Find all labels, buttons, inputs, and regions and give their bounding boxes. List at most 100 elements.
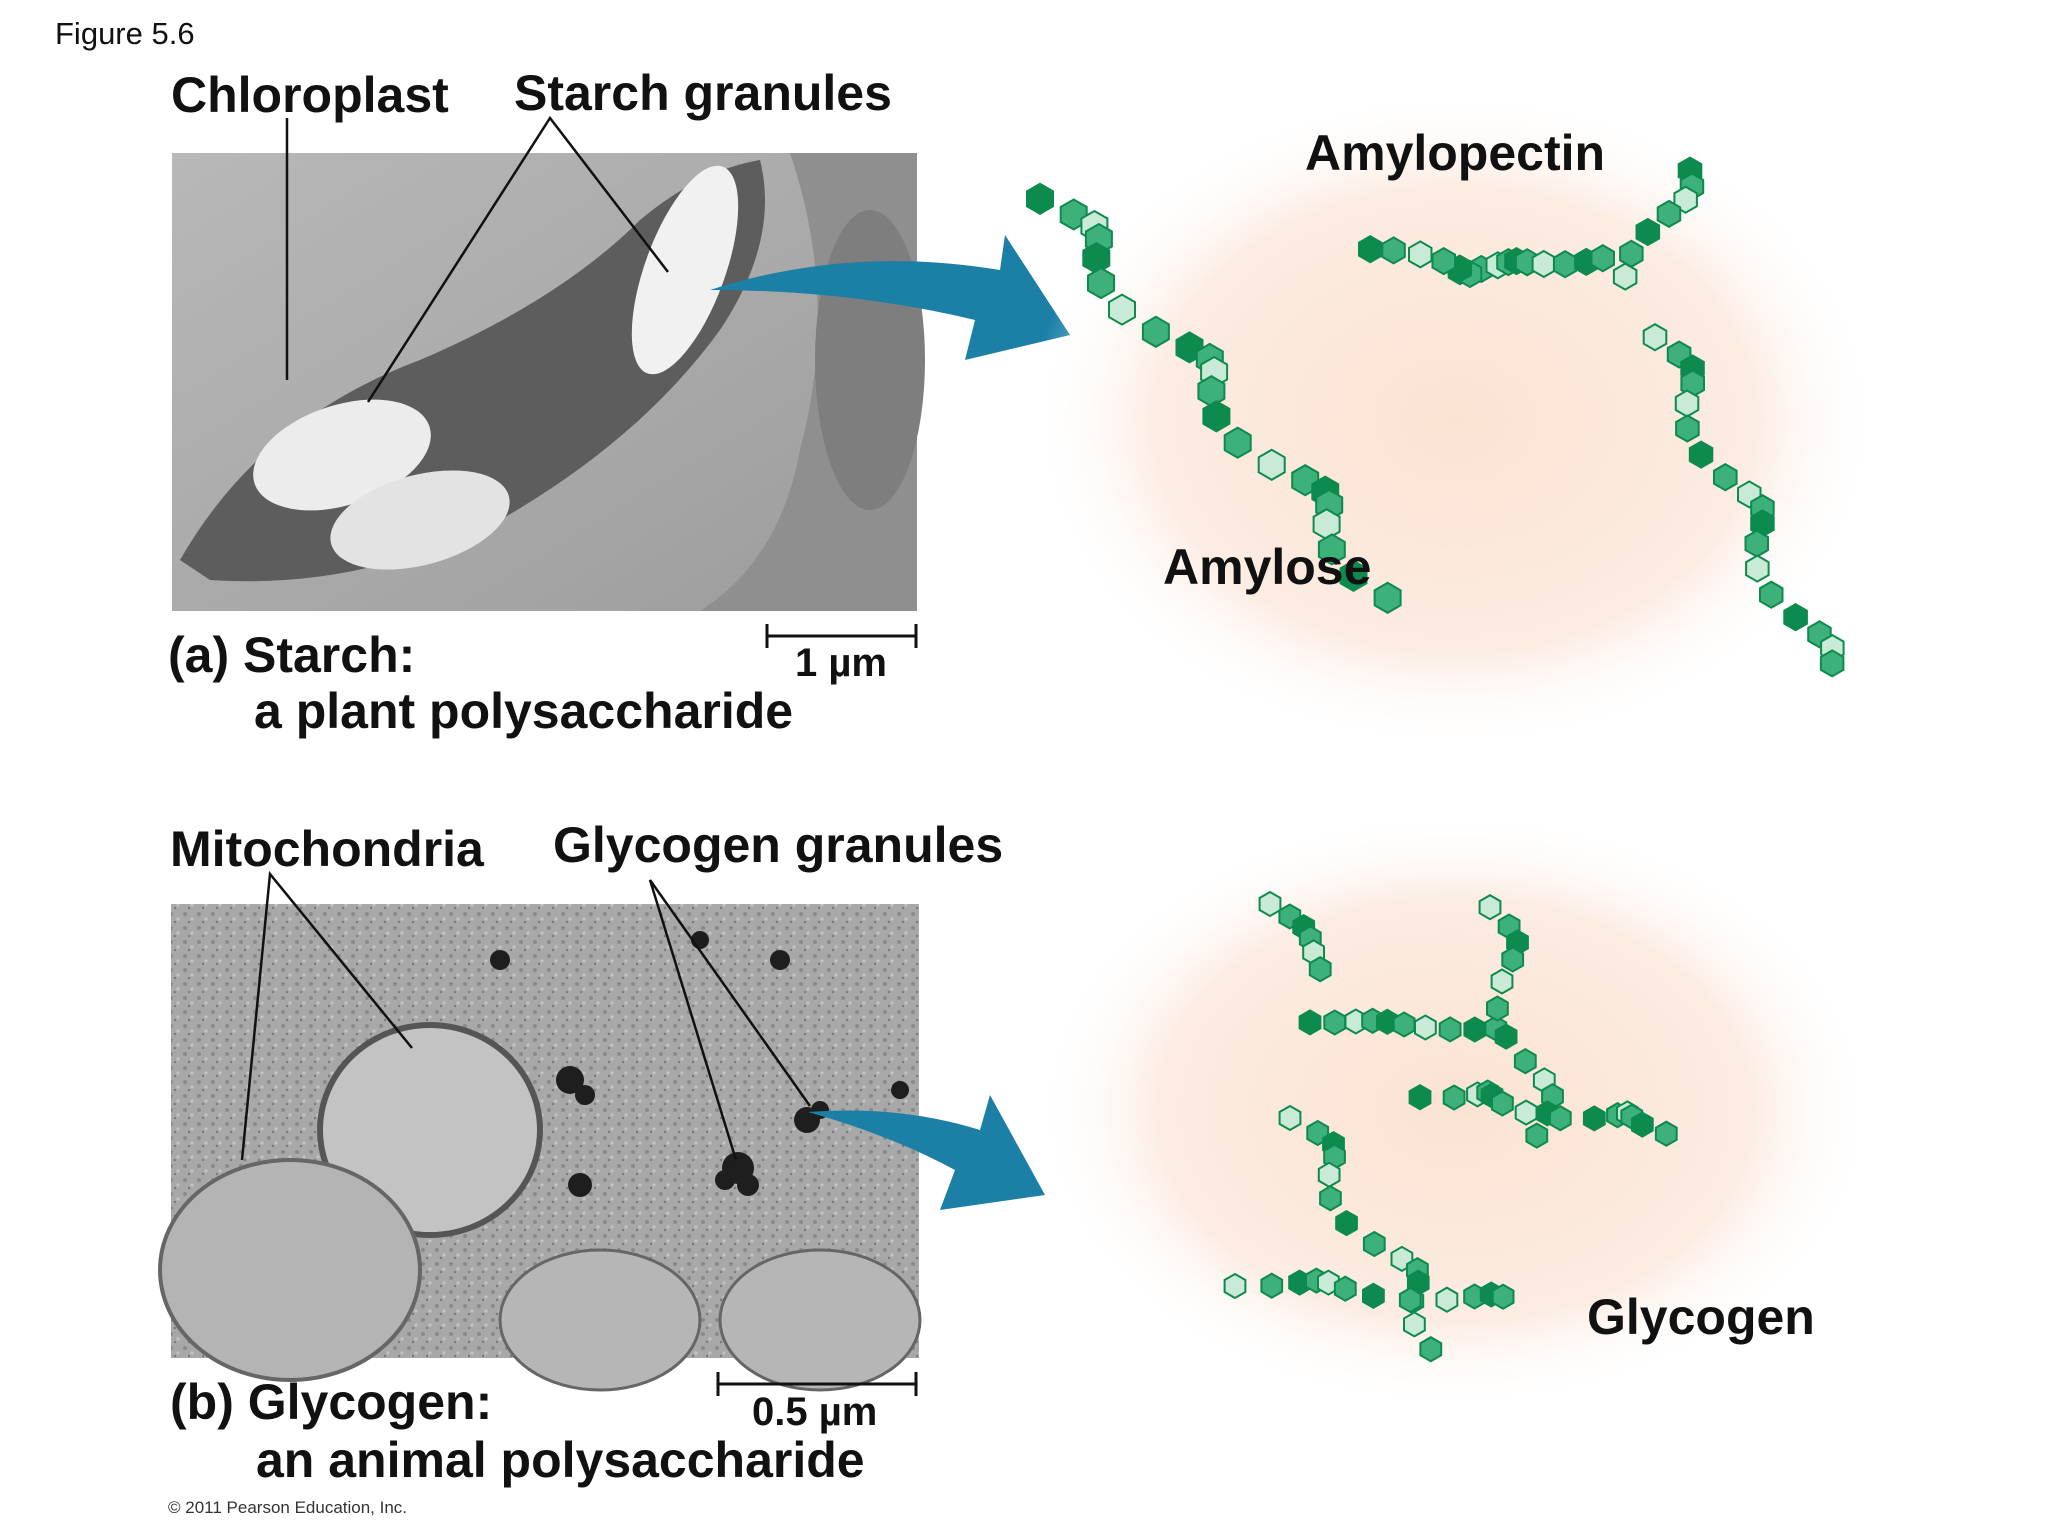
glucose-ring [1392, 1011, 1416, 1038]
glucose-ring [1531, 249, 1557, 279]
glucose-ring [1819, 649, 1845, 678]
glucose-ring [1381, 236, 1406, 265]
glucose-ring [1744, 529, 1769, 558]
glucose-ring [1419, 1336, 1443, 1363]
caption-a-title: (a) Starch: [168, 627, 416, 683]
starch-granule [631, 165, 739, 375]
glucose-ring [1442, 1084, 1466, 1111]
glucose-ring [1414, 1014, 1437, 1041]
glucose-ring [1491, 1283, 1515, 1310]
glucose-ring [1501, 946, 1525, 973]
glucose-ring [1656, 199, 1682, 229]
glucose-ring [1082, 241, 1111, 275]
glucose-ring [1362, 1230, 1386, 1258]
glucose-ring [1635, 217, 1661, 247]
glucose-ring [1260, 1272, 1284, 1299]
glucose-ring [1631, 1111, 1654, 1138]
glucose-ring [1319, 1185, 1342, 1212]
glucose-ring [1373, 581, 1402, 614]
glucose-ring [1317, 1269, 1340, 1296]
glucose-ring [1759, 580, 1784, 609]
glucose-ring [1619, 239, 1644, 268]
glucose-ring [1059, 198, 1088, 231]
copyright: © 2011 Pearson Education, Inc. [168, 1498, 408, 1517]
glucose-ring [1202, 400, 1231, 433]
glucose-ring [1513, 1048, 1537, 1075]
glucose-ring [1491, 1090, 1514, 1117]
arrow-to-glycogen [808, 1095, 1045, 1210]
glucose-ring [1403, 1311, 1426, 1338]
glucose-ring [1317, 533, 1346, 566]
glucose-ring [1312, 508, 1341, 541]
glucose-ring [1197, 375, 1226, 408]
glucose-ring [1298, 1009, 1322, 1036]
amylopectin-chain [1358, 156, 1845, 678]
glucose-ring [1486, 995, 1509, 1022]
arrow-to-amylose [710, 235, 1070, 360]
starch-micrograph [172, 153, 925, 611]
glucose-ring [1514, 1099, 1538, 1126]
glucose-ring [1026, 182, 1054, 215]
glucose-ring [1783, 603, 1808, 632]
glucose-ring [1435, 1286, 1459, 1313]
glucose-ring [1358, 235, 1383, 264]
glucose-ring [1713, 463, 1738, 492]
glycogen-granules [490, 931, 909, 1197]
glucose-ring [1642, 323, 1668, 352]
glucose-ring [1552, 250, 1578, 279]
caption-b-subtitle: an animal polysaccharide [256, 1432, 865, 1488]
amylose-chain [1026, 182, 1402, 614]
glucose-ring [1525, 1122, 1549, 1149]
caption-b-title: (b) Glycogen: [170, 1374, 493, 1430]
glucose-ring [1323, 1009, 1347, 1036]
caption-a-subtitle: a plant polysaccharide [254, 683, 794, 739]
glucose-ring [1257, 448, 1286, 481]
glucose-ring [1612, 262, 1638, 291]
label-glycogen: Glycogen [1587, 1289, 1815, 1345]
glucose-ring [1223, 1272, 1247, 1300]
figure-label: Figure 5.6 [55, 16, 195, 51]
glucose-ring [1438, 1016, 1462, 1043]
glucose-ring [1548, 1105, 1572, 1132]
glucose-ring [1333, 1275, 1357, 1302]
glucose-ring [1408, 240, 1433, 269]
glucose-ring [1108, 293, 1136, 326]
glucose-ring [1317, 1161, 1341, 1188]
label-amylopectin: Amylopectin [1305, 125, 1606, 181]
glucose-ring [1582, 1105, 1606, 1132]
glucose-ring [1141, 315, 1170, 348]
starch-pointer-lines [285, 115, 669, 403]
glucose-ring [1258, 890, 1282, 918]
glucose-ring [1463, 1016, 1487, 1043]
glucose-ring [1745, 554, 1770, 583]
glucose-ring [1335, 1209, 1358, 1237]
glucose-ring [1398, 1286, 1422, 1314]
glucose-ring [1590, 244, 1615, 273]
glucose-ring [1494, 1023, 1518, 1050]
scale-bar-a-label: 1 µm [795, 641, 887, 685]
scale-bar-a [765, 624, 918, 648]
starch-granule [253, 399, 431, 511]
glucose-ring [1478, 894, 1502, 921]
glucose-ring [1087, 266, 1115, 300]
label-glycogen-granules: Glycogen granules [553, 817, 1004, 873]
glucose-ring [1654, 1120, 1678, 1147]
mitochondrion [317, 1022, 543, 1238]
glucose-ring [1308, 956, 1332, 983]
scale-bar-b-label: 0.5 µm [752, 1390, 878, 1434]
glycogen-pointer-lines [240, 870, 812, 1161]
glucose-ring [1278, 1104, 1302, 1132]
glucose-ring [1431, 246, 1456, 276]
label-starch-granules: Starch granules [514, 65, 892, 121]
glycogen-chain [1223, 890, 1678, 1363]
label-chloroplast: Chloroplast [171, 67, 449, 123]
label-amylose: Amylose [1163, 539, 1372, 595]
scale-bar-b [716, 1372, 918, 1396]
glucose-ring [1688, 440, 1714, 469]
starch-granule [330, 470, 510, 570]
glucose-ring [1339, 559, 1368, 592]
glucose-ring [1362, 1282, 1385, 1309]
label-mitochondria: Mitochondria [170, 821, 484, 877]
glucose-ring [1408, 1084, 1432, 1111]
